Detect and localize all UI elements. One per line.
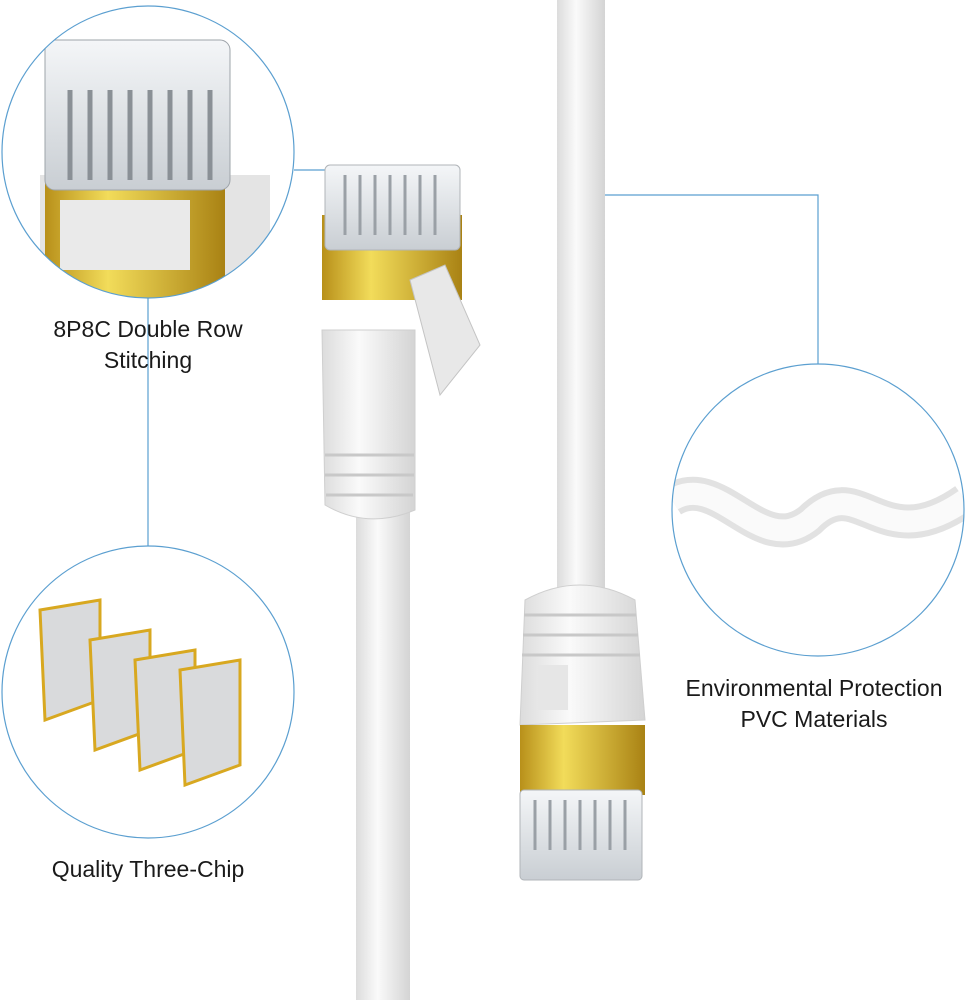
closeup-plug-ring [1, 5, 295, 299]
callout-8p8c: 8P8C Double Row Stitching [28, 314, 268, 376]
lower-connector [519, 584, 646, 881]
callout-three-chip: Quality Three-Chip [28, 854, 268, 885]
flat-cable-left [356, 500, 410, 1000]
callout-pvc: Environmental Protection PVC Materials [664, 673, 964, 735]
closeup-chips-ring [1, 545, 295, 839]
callout-pvc-line1: Environmental Protection [685, 675, 943, 701]
closeup-chips [2, 546, 294, 838]
flat-cable-right [557, 0, 605, 590]
closeup-twisted-cable [672, 364, 964, 656]
closeup-twisted-cable-ring [671, 363, 965, 657]
callout-8p8c-line2: Stitching [103, 347, 193, 373]
callout-three-chip-line1: Quality Three-Chip [51, 856, 245, 882]
upper-connector [321, 164, 481, 520]
closeup-plug [2, 6, 294, 298]
callout-8p8c-line1: 8P8C Double Row [53, 316, 243, 342]
callout-pvc-line2: PVC Materials [740, 706, 888, 732]
